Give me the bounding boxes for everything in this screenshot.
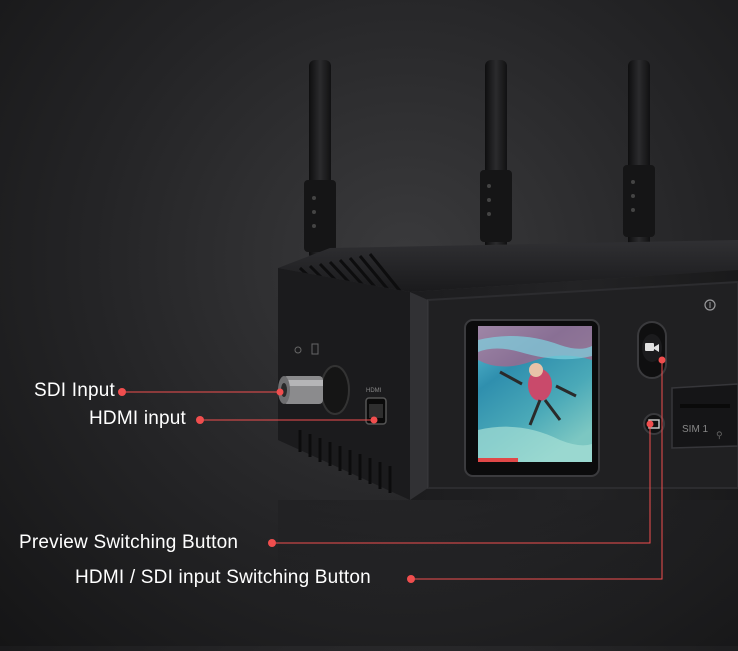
sim-label: SIM 1	[682, 424, 709, 435]
sdi-connector	[278, 365, 350, 415]
input-switching-dot	[407, 575, 415, 583]
camera-icon	[645, 343, 654, 351]
usb-icon	[311, 343, 319, 355]
hdmi-port-label: HDMI	[366, 388, 382, 394]
sdi-input-label: SDI Input	[34, 380, 116, 401]
antenna-icon: ⚲	[716, 430, 723, 440]
hdmi-input-label: HDMI input	[89, 408, 187, 429]
input-switching-button[interactable]	[643, 413, 665, 435]
hdmi-port: HDMI	[365, 388, 387, 425]
hdmi-input-dot	[196, 416, 204, 424]
device-top	[278, 240, 738, 292]
antenna-left	[304, 60, 336, 260]
cloud-icon	[704, 299, 716, 311]
input-switching-label: HDMI / SDI input Switching Button	[75, 567, 371, 588]
sim-tray: SIM 1 ⚲	[671, 383, 738, 449]
preview-screen	[464, 319, 600, 477]
antenna-middle	[480, 60, 512, 250]
sdi-input-dot	[118, 388, 126, 396]
callout-endpoints	[276, 356, 666, 428]
callout-lines	[122, 360, 663, 580]
side-vents	[298, 430, 392, 493]
preview-switching-dot	[268, 539, 276, 547]
preview-switching-label: Preview Switching Button	[19, 532, 239, 553]
diver-figure	[528, 369, 552, 401]
power-icon	[294, 346, 302, 354]
preview-switching-button[interactable]	[637, 321, 667, 379]
antenna-right	[623, 60, 655, 250]
